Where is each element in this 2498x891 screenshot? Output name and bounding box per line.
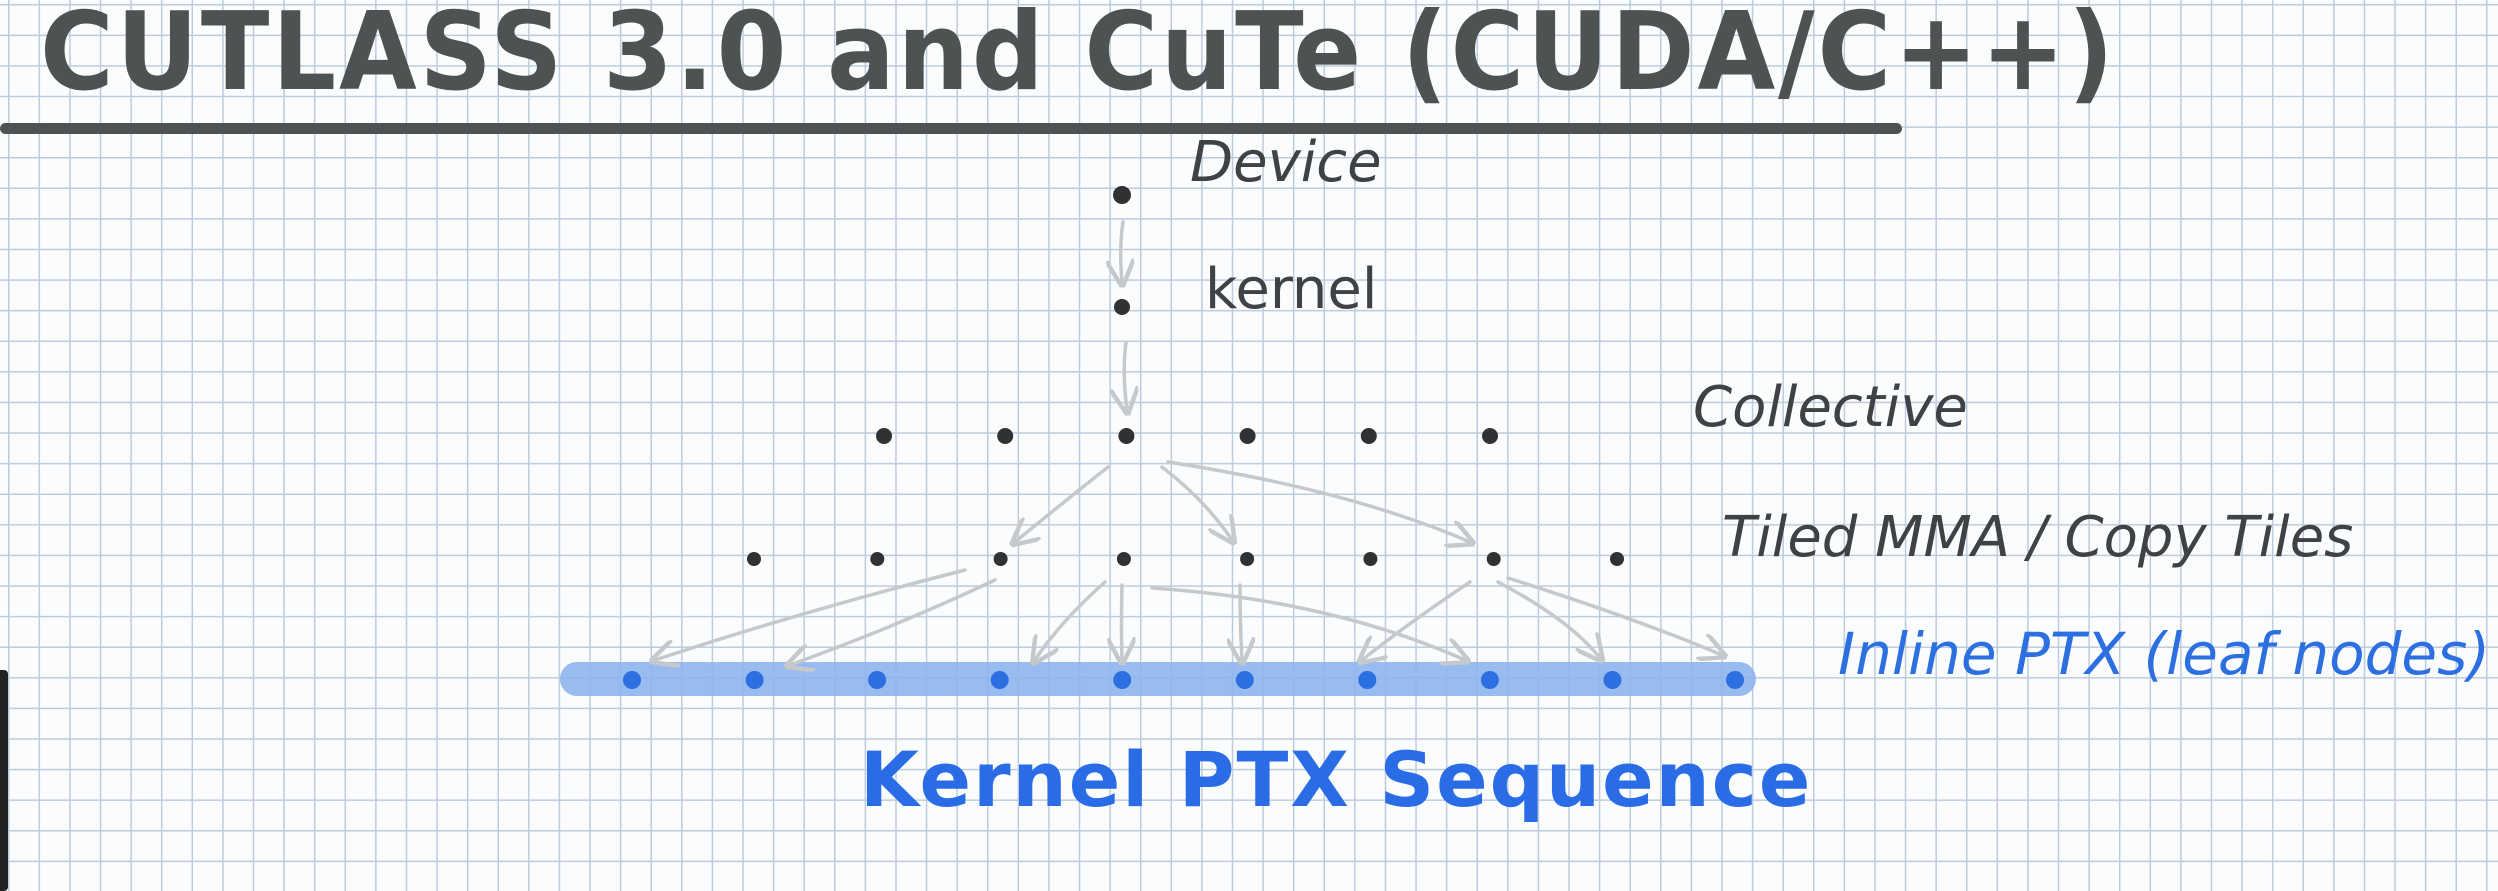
page-title: CUTLASS 3.0 and CuTe (CUDA/C++) xyxy=(40,0,2117,115)
node-inline_ptx-1 xyxy=(623,671,641,689)
edge-kernel-collective xyxy=(1124,340,1127,410)
node-inline_ptx-6 xyxy=(1235,671,1254,689)
node-tiled-2 xyxy=(870,552,885,566)
node-device-1 xyxy=(1113,186,1131,204)
node-collective-3 xyxy=(1118,428,1135,444)
edge-tile-leaf-6 xyxy=(1150,586,1465,660)
label-device: Device xyxy=(1190,130,1382,195)
nodes-tiled xyxy=(747,552,1624,566)
edge-tile-leaf-7 xyxy=(1362,580,1472,660)
edge-device-kernel xyxy=(1121,220,1123,282)
nodes-kernel xyxy=(1114,299,1130,315)
edge-collective-tile-b xyxy=(1160,465,1232,540)
node-collective-5 xyxy=(1360,428,1377,444)
node-tiled-4 xyxy=(1116,552,1131,566)
title-underline xyxy=(0,123,1902,134)
node-inline_ptx-7 xyxy=(1358,671,1377,689)
node-inline_ptx-5 xyxy=(1113,671,1132,689)
edge-tile-leaf-3 xyxy=(1035,580,1107,660)
edge-collective-tile-c xyxy=(1166,460,1470,542)
label-kernel: kernel xyxy=(1205,257,1378,322)
edge-tile-leaf-4 xyxy=(1122,583,1123,660)
node-kernel-1 xyxy=(1114,299,1130,315)
node-tiled-3 xyxy=(993,552,1008,566)
edge-tile-leaf-5 xyxy=(1240,583,1242,660)
node-tiled-7 xyxy=(1486,552,1501,566)
node-inline_ptx-3 xyxy=(868,671,887,689)
label-collective: Collective xyxy=(1693,375,1968,440)
node-inline_ptx-2 xyxy=(745,671,764,689)
nodes-collective xyxy=(876,428,1498,444)
node-inline_ptx-4 xyxy=(990,671,1009,689)
nodes-inline_ptx xyxy=(623,671,1744,689)
edges xyxy=(655,220,1722,665)
node-collective-2 xyxy=(997,428,1014,444)
node-collective-4 xyxy=(1239,428,1256,444)
node-inline_ptx-8 xyxy=(1480,671,1499,689)
leaf-highlight-bar xyxy=(560,662,1756,696)
node-tiled-8 xyxy=(1610,552,1624,566)
node-tiled-6 xyxy=(1363,552,1378,566)
nodes-device xyxy=(1113,186,1131,204)
node-collective-1 xyxy=(876,428,892,444)
node-tiled-1 xyxy=(747,552,761,566)
label-inline-ptx: Inline PTX (leaf nodes) xyxy=(1838,620,2490,688)
side-panel-handle[interactable] xyxy=(0,670,8,891)
edge-tile-leaf-9 xyxy=(1506,576,1722,655)
node-tiled-5 xyxy=(1240,552,1255,566)
edge-tile-leaf-2 xyxy=(790,578,997,665)
edge-tile-leaf-8 xyxy=(1496,580,1600,658)
caption-kernel-ptx-sequence: Kernel PTX Sequence xyxy=(860,735,1813,824)
node-inline_ptx-9 xyxy=(1603,671,1622,689)
node-inline_ptx-10 xyxy=(1726,671,1744,689)
node-collective-6 xyxy=(1482,428,1498,444)
edge-collective-tile-a xyxy=(1015,465,1110,542)
label-tiled: Tiled MMA / Copy Tiles xyxy=(1722,505,2354,570)
edge-tile-leaf-1 xyxy=(655,568,967,660)
